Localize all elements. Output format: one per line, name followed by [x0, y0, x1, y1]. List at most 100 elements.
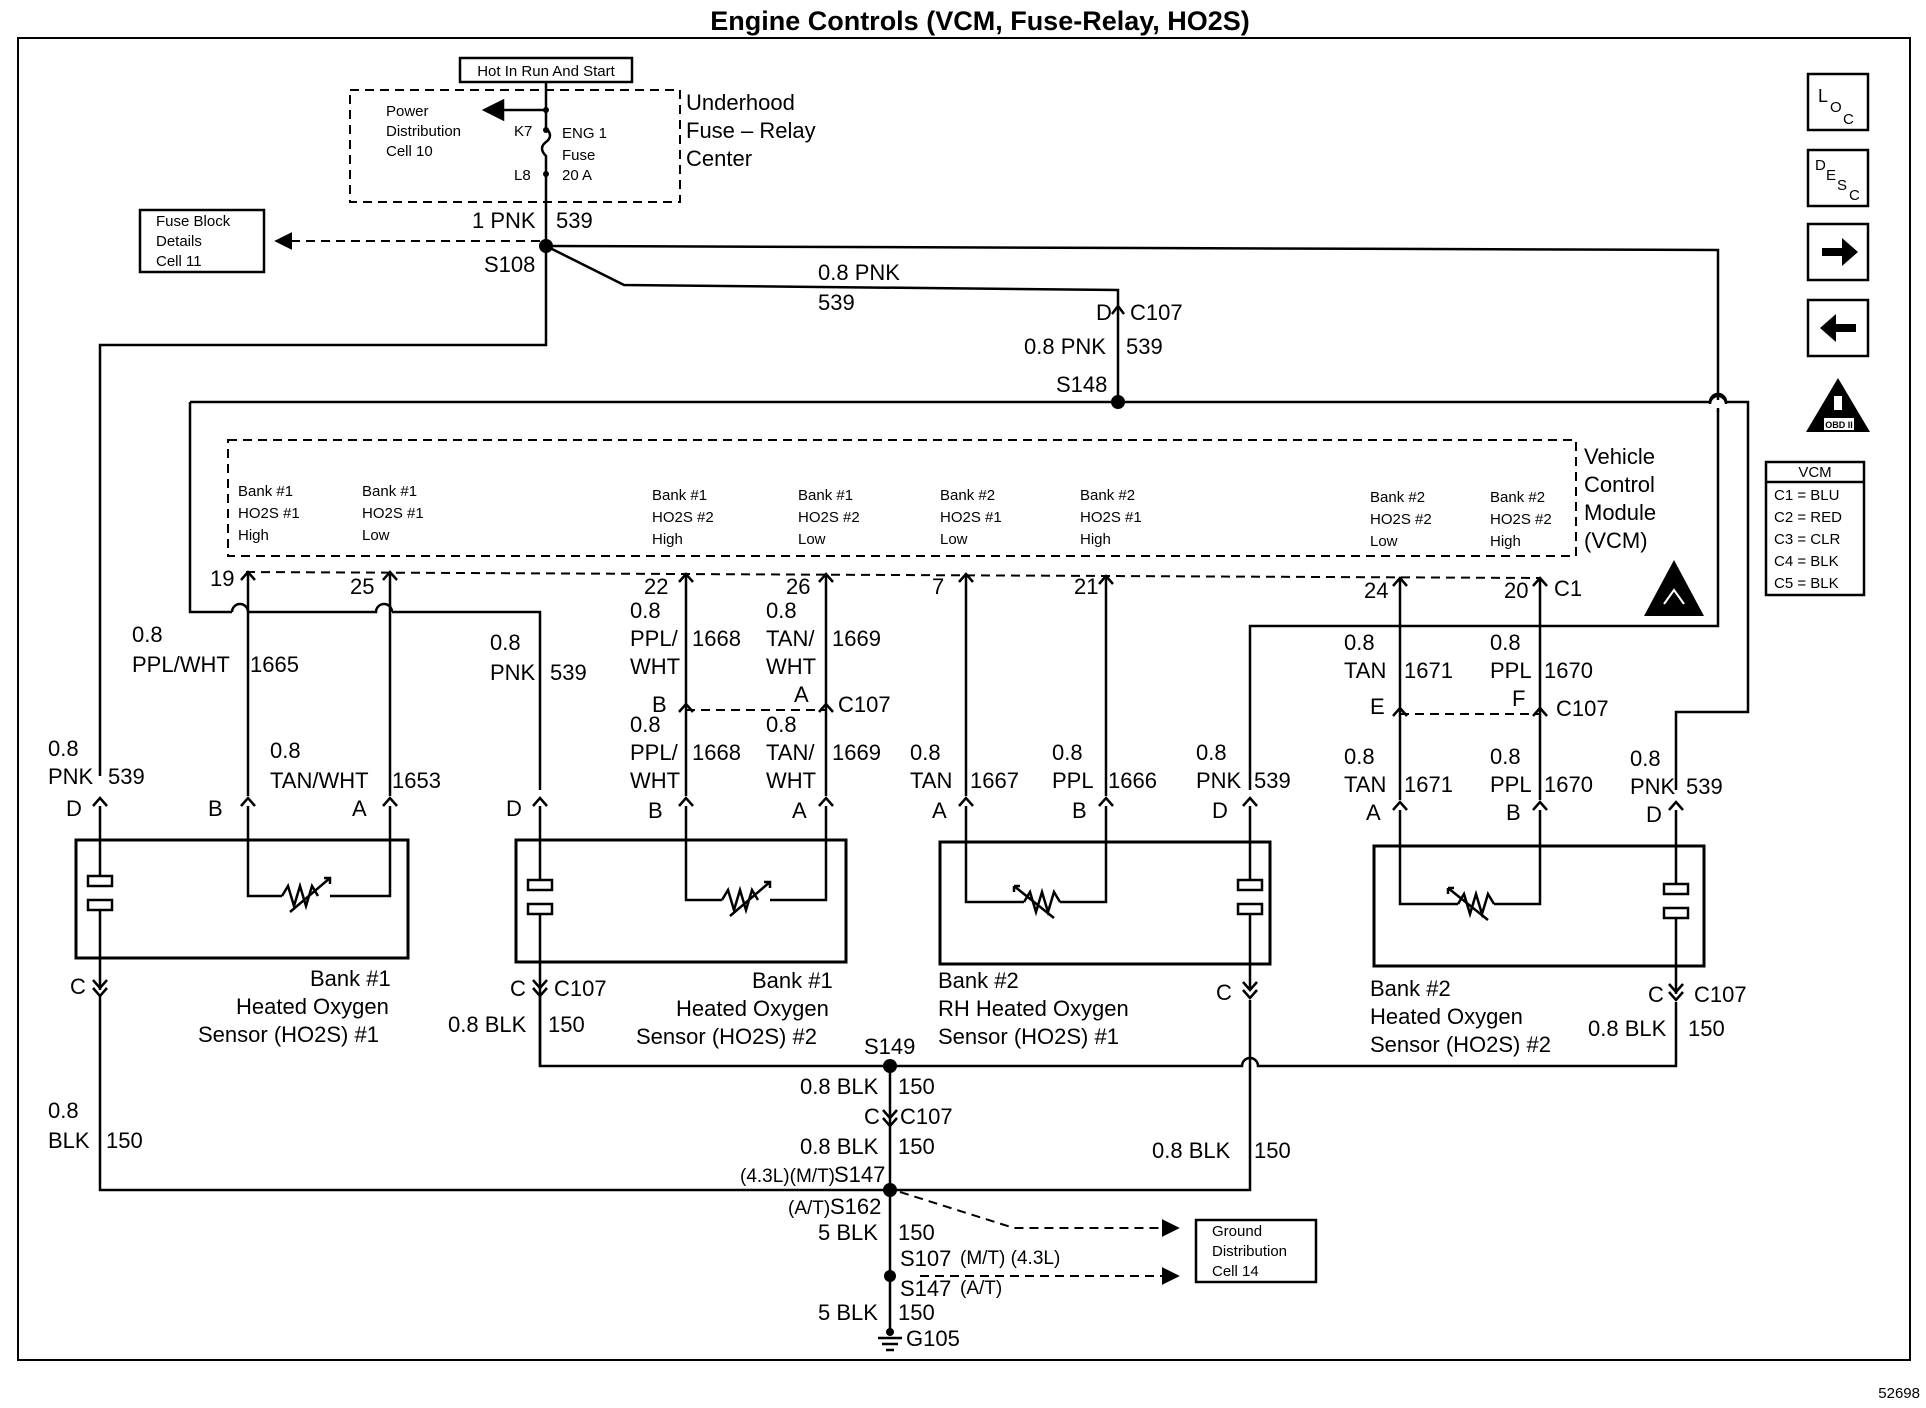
- wire-label-1671-upper: 0.8 TAN 1671: [1344, 630, 1453, 683]
- svg-text:L8: L8: [514, 167, 531, 184]
- svg-text:539: 539: [1126, 334, 1163, 359]
- svg-text:539: 539: [550, 660, 587, 685]
- sensor-bank1-ho2s1: Bank #1 Heated Oxygen Sensor (HO2S) #1: [74, 806, 410, 1047]
- svg-text:Bank #2: Bank #2: [1370, 976, 1451, 1001]
- svg-text:C1 = BLU: C1 = BLU: [1774, 487, 1839, 504]
- svg-text:B: B: [1072, 798, 1087, 823]
- c107-label-top: C107: [1130, 300, 1183, 325]
- vcm-pin-label-22: Bank #1 HO2S #2 High: [652, 487, 714, 548]
- svg-text:0.8: 0.8: [1052, 740, 1083, 765]
- svg-text:A: A: [794, 682, 809, 707]
- svg-text:D: D: [506, 796, 522, 821]
- fuse-block-details-ref[interactable]: Fuse Block Details Cell 11: [138, 208, 266, 274]
- svg-text:Vehicle: Vehicle: [1584, 444, 1655, 469]
- svg-text:HO2S #2: HO2S #2: [1370, 511, 1432, 528]
- svg-text:C1: C1: [1554, 576, 1582, 601]
- svg-text:0.8: 0.8: [132, 622, 163, 647]
- svg-text:High: High: [238, 527, 269, 544]
- svg-text:B: B: [652, 692, 667, 717]
- svg-text:(M/T) (4.3L): (M/T) (4.3L): [960, 1248, 1060, 1269]
- svg-text:Bank #2: Bank #2: [940, 487, 995, 504]
- splice-s108-label: S108: [484, 252, 535, 277]
- c107-label-s4-ground: C107: [1694, 982, 1747, 1007]
- vcm-pin-22: 22: [644, 574, 668, 599]
- svg-text:5 BLK: 5 BLK: [818, 1220, 878, 1245]
- svg-text:High: High: [1080, 531, 1111, 548]
- figure-number: 52698: [1878, 1385, 1920, 1402]
- svg-text:0.8: 0.8: [1630, 746, 1661, 771]
- svg-text:D: D: [1212, 798, 1228, 823]
- svg-text:0.8: 0.8: [630, 598, 661, 623]
- vcm-pin-label-20: Bank #2 HO2S #2 High: [1490, 489, 1552, 550]
- ground-distribution-ref[interactable]: Ground Distribution Cell 14: [1194, 1218, 1318, 1284]
- svg-text:0.8: 0.8: [490, 630, 521, 655]
- loc-icon[interactable]: LOC: [1806, 72, 1870, 132]
- svg-text:HO2S #2: HO2S #2: [652, 509, 714, 526]
- diagram-title: Engine Controls (VCM, Fuse-Relay, HO2S): [710, 6, 1250, 36]
- svg-text:539: 539: [108, 764, 145, 789]
- svg-text:C: C: [70, 974, 86, 999]
- svg-text:PPL/: PPL/: [630, 740, 679, 765]
- svg-text:C2 = RED: C2 = RED: [1774, 509, 1842, 526]
- c107-label-s2-ground: C107: [554, 976, 607, 1001]
- svg-text:(A/T): (A/T): [960, 1278, 1002, 1299]
- svg-text:1671: 1671: [1404, 658, 1453, 683]
- svg-text:WHT: WHT: [766, 654, 816, 679]
- svg-text:Power: Power: [386, 103, 429, 120]
- wire-label-539-s3: 0.8 PNK 539: [1196, 740, 1291, 793]
- svg-text:PPL: PPL: [1052, 768, 1094, 793]
- svg-text:C: C: [1216, 980, 1232, 1005]
- svg-text:WHT: WHT: [630, 768, 680, 793]
- wire-label-539-s1: 0.8 PNK 539: [48, 736, 145, 789]
- svg-text:150: 150: [898, 1300, 935, 1325]
- vcm-pin-19: 19: [210, 566, 234, 591]
- svg-text:150: 150: [898, 1074, 935, 1099]
- wire-label-1671-lower: 0.8 TAN 1671: [1344, 744, 1453, 797]
- wire-label-1669-upper: 0.8 TAN/ WHT 1669: [766, 598, 881, 679]
- svg-text:0.8 BLK: 0.8 BLK: [800, 1134, 879, 1159]
- svg-text:HO2S #1: HO2S #1: [940, 509, 1002, 526]
- svg-text:150: 150: [898, 1134, 935, 1159]
- splice-s147-bottom-label: S147: [900, 1276, 951, 1301]
- svg-text:0.8: 0.8: [630, 712, 661, 737]
- svg-text:1670: 1670: [1544, 772, 1593, 797]
- vehicle-control-module: Vehicle Control Module (VCM) C1: [227, 439, 1704, 616]
- svg-text:HO2S #2: HO2S #2: [1490, 511, 1552, 528]
- svg-text:Bank #1: Bank #1: [238, 483, 293, 500]
- c107-label-bank1: C107: [838, 692, 891, 717]
- svg-text:S: S: [1837, 177, 1847, 194]
- next-arrow-icon[interactable]: [1806, 222, 1870, 282]
- svg-text:Hot In Run And Start: Hot In Run And Start: [477, 63, 615, 80]
- vcm-pin-label-21: Bank #2 HO2S #1 High: [1080, 487, 1142, 548]
- ground-g105-label: G105: [906, 1326, 960, 1351]
- svg-text:(VCM): (VCM): [1584, 528, 1648, 553]
- svg-text:HO2S #1: HO2S #1: [238, 505, 300, 522]
- svg-text:C: C: [510, 976, 526, 1001]
- back-arrow-icon[interactable]: [1806, 298, 1870, 358]
- svg-text:Bank #1: Bank #1: [752, 968, 833, 993]
- svg-text:ENG 1: ENG 1: [562, 125, 607, 142]
- svg-text:Bank #1: Bank #1: [798, 487, 853, 504]
- svg-text:Sensor (HO2S) #1: Sensor (HO2S) #1: [198, 1022, 379, 1047]
- svg-text:D: D: [1646, 802, 1662, 827]
- vcm-pin-25: 25: [350, 574, 374, 599]
- svg-text:Bank #1: Bank #1: [310, 966, 391, 991]
- svg-text:HO2S #1: HO2S #1: [362, 505, 424, 522]
- svg-text:0.8 BLK: 0.8 BLK: [448, 1012, 527, 1037]
- underhood-fuse-relay-center: Hot In Run And Start Underhood Fuse – Re…: [349, 56, 816, 203]
- obd-ii-icon[interactable]: OBD II: [1806, 378, 1870, 432]
- c107-label-ground: C107: [900, 1104, 953, 1129]
- svg-text:Distribution: Distribution: [386, 123, 461, 140]
- svg-text:PNK: PNK: [48, 764, 94, 789]
- svg-text:1665: 1665: [250, 652, 299, 677]
- svg-text:539: 539: [556, 208, 593, 233]
- svg-text:0.8: 0.8: [48, 736, 79, 761]
- svg-text:150: 150: [1254, 1138, 1291, 1163]
- svg-text:HO2S #2: HO2S #2: [798, 509, 860, 526]
- svg-text:K7: K7: [514, 123, 532, 140]
- svg-text:Sensor (HO2S) #1: Sensor (HO2S) #1: [938, 1024, 1119, 1049]
- svg-text:PNK: PNK: [1630, 774, 1676, 799]
- feed-s148-wire-label: 0.8 PNK: [818, 260, 900, 285]
